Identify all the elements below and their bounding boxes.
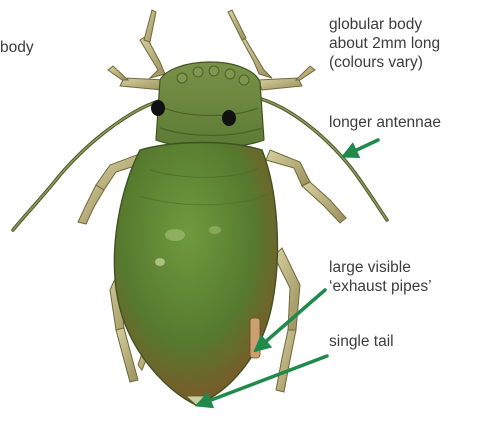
- head-thorax: [151, 62, 264, 148]
- label-cut-off-body: body: [0, 38, 34, 57]
- eye-right-icon: [222, 110, 236, 126]
- label-longer-antennae: longer antennae: [329, 113, 441, 132]
- label-antennae-text: longer antennae: [329, 113, 441, 132]
- label-globular-body: globular body about 2mm long (colours va…: [329, 15, 440, 72]
- label-body-line-1: globular body: [329, 15, 440, 34]
- label-body-line-2: about 2mm long: [329, 34, 440, 53]
- label-exhaust-line-1: large visible: [329, 258, 432, 277]
- label-single-tail: single tail: [329, 332, 394, 351]
- label-exhaust-pipes: large visible ‘exhaust pipes’: [329, 258, 432, 296]
- label-exhaust-line-2: ‘exhaust pipes’: [329, 277, 432, 296]
- label-body-line-3: (colours vary): [329, 53, 440, 72]
- eye-left-icon: [151, 100, 165, 116]
- label-cut-off-text: body: [0, 38, 34, 57]
- antennae-arrow-icon: [344, 140, 378, 156]
- label-tail-text: single tail: [329, 332, 394, 351]
- siphunculus-icon: [250, 318, 260, 358]
